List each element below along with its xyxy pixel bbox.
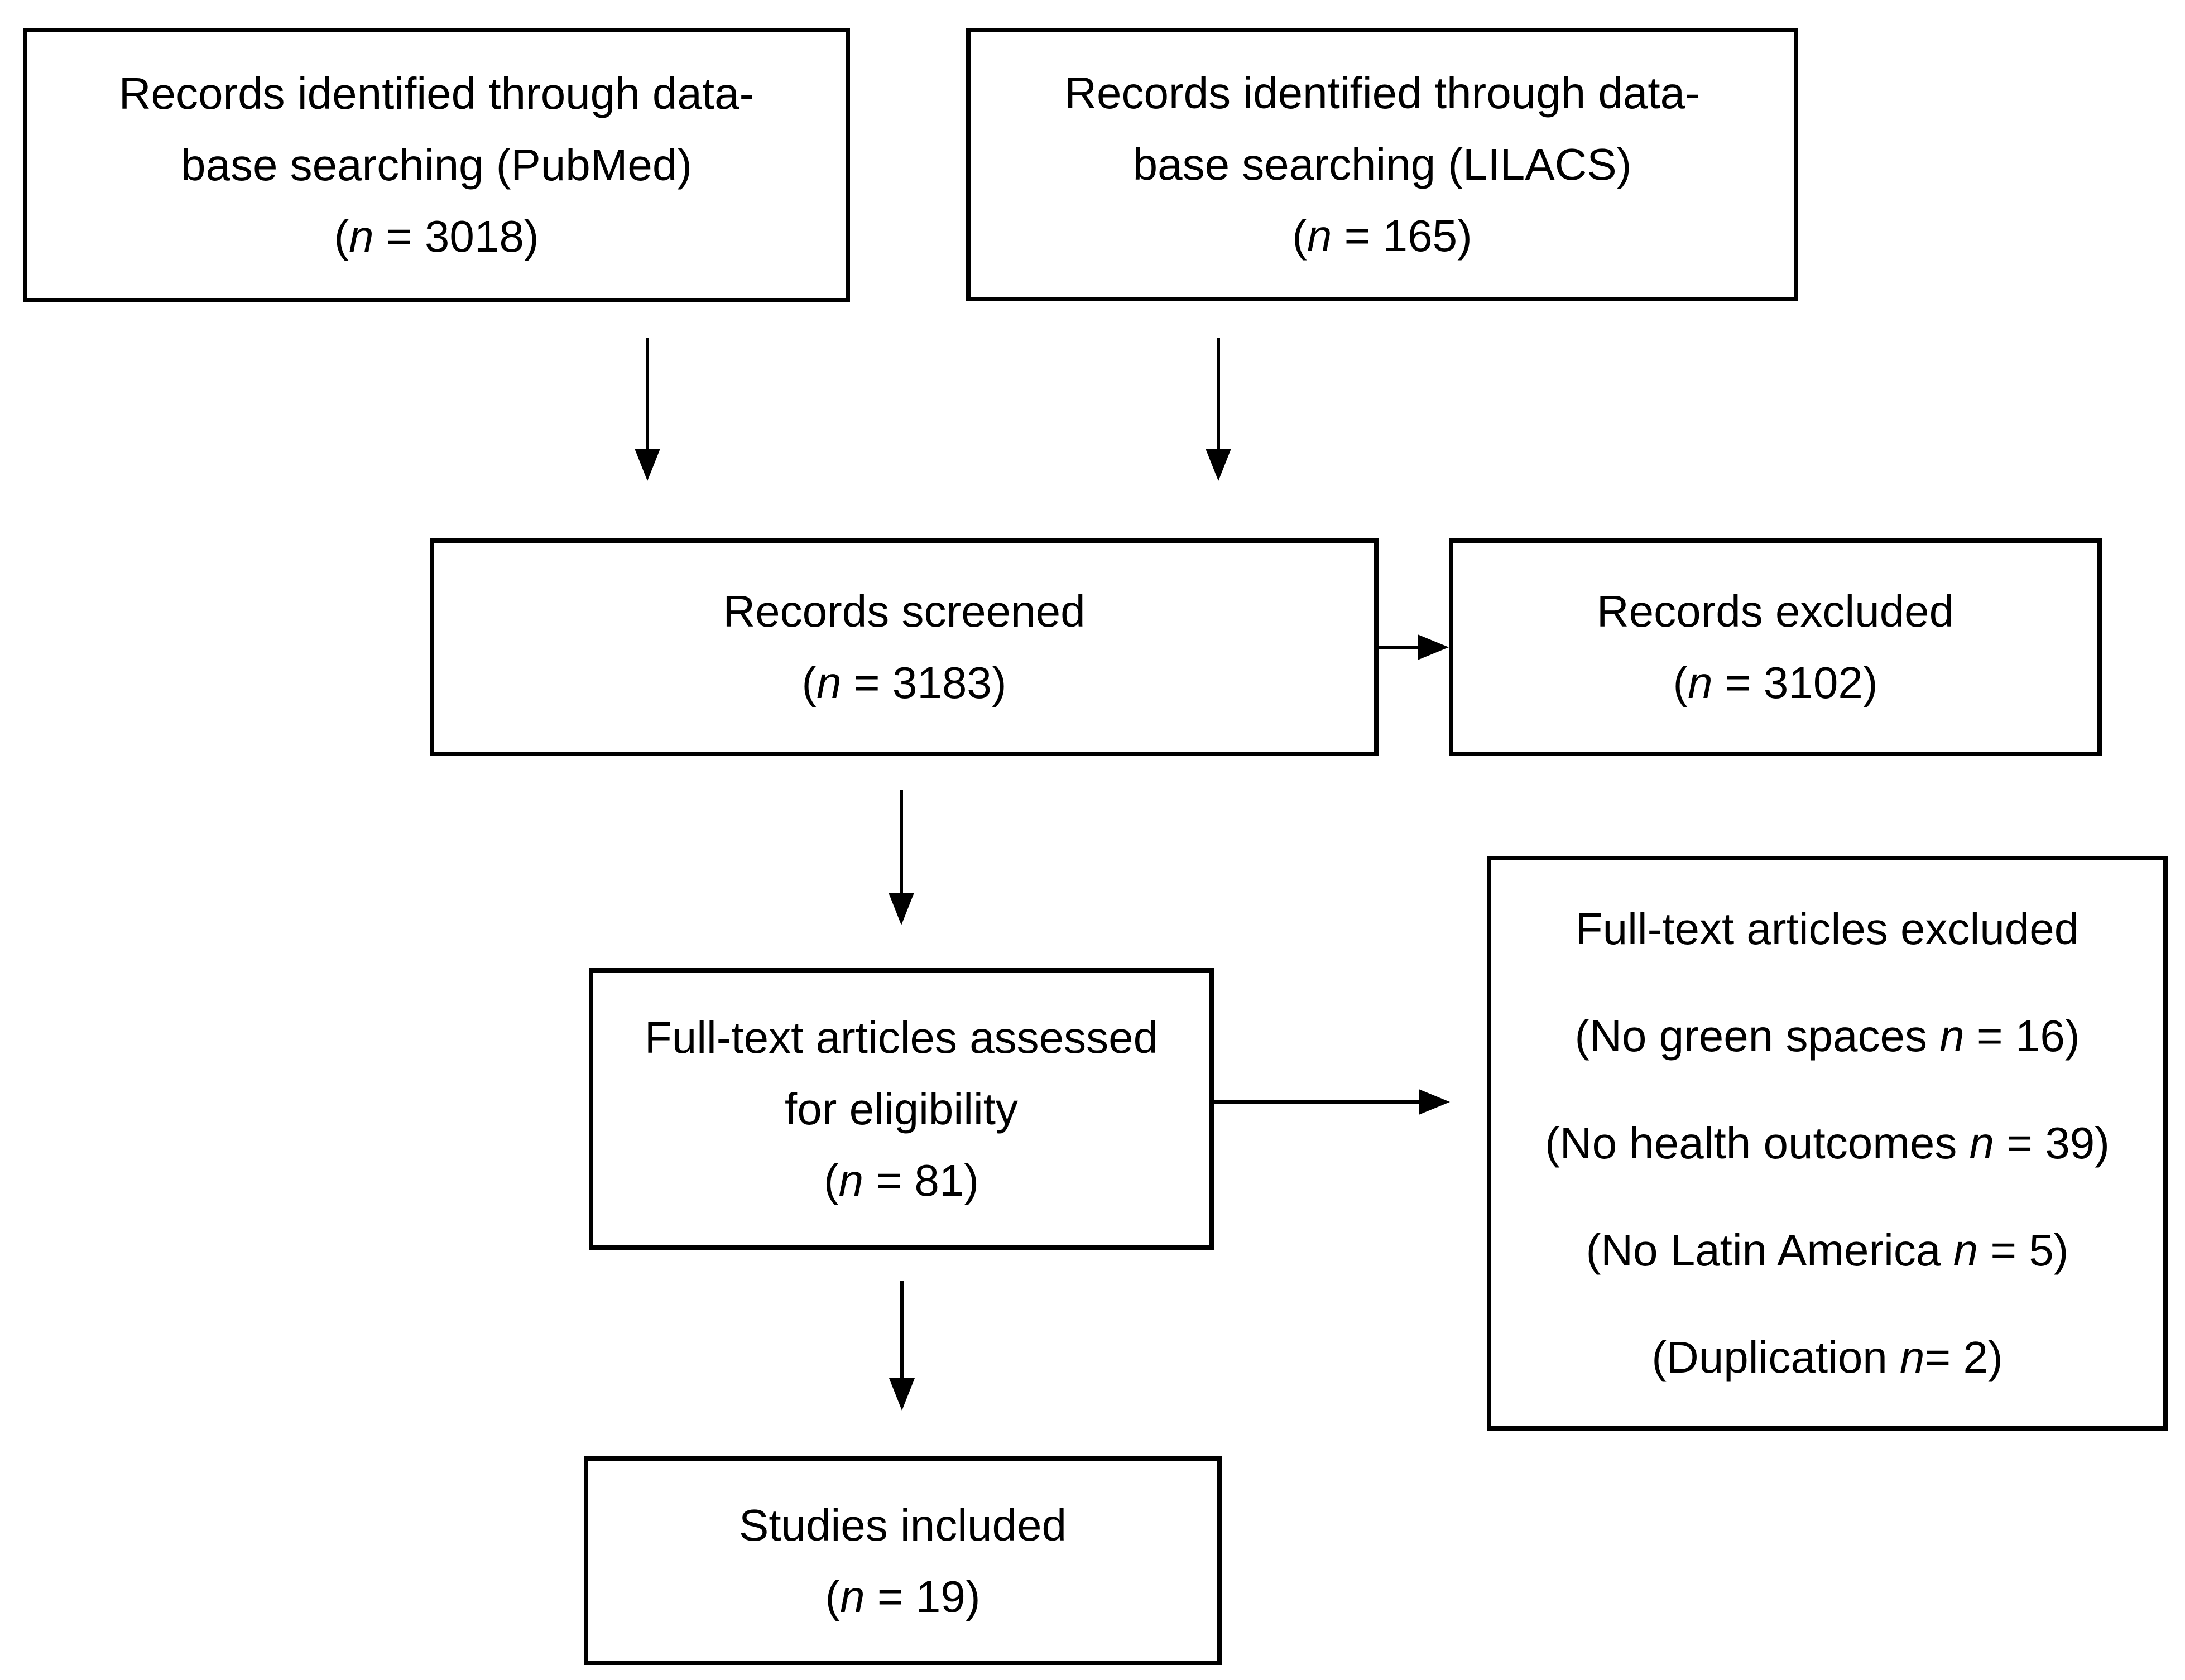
arrow-line <box>1379 646 1422 649</box>
count-pre: ( <box>825 1571 841 1621</box>
reason-value: = 16) <box>1964 1011 2080 1061</box>
box-text-line: Studies included <box>738 1500 1067 1550</box>
box-fulltext-assessed: Full-text articles assessed for eligibil… <box>589 968 1214 1250</box>
count-line: (n = 81) <box>824 1145 979 1216</box>
arrow-head-right-icon <box>1418 634 1449 660</box>
count-pre: ( <box>801 658 817 707</box>
reason-value: = 5) <box>1978 1225 2069 1275</box>
count-pre: ( <box>1292 211 1307 261</box>
count-n-variable: n <box>1307 211 1332 261</box>
box-text-line: Records screened <box>723 586 1086 636</box>
box-text-line: for eligibility <box>785 1084 1018 1134</box>
count-value: = 3183) <box>841 658 1007 707</box>
box-studies-included: Studies included (n = 19) <box>584 1456 1222 1665</box>
box-fulltext-excluded: Full-text articles excluded (No green sp… <box>1487 856 2168 1431</box>
box-records-identified-lilacs: Records identified through data- base se… <box>966 28 1798 301</box>
arrow-head-down-icon <box>889 1378 915 1411</box>
count-pre: ( <box>1673 658 1688 707</box>
arrow-head-right-icon <box>1419 1089 1450 1115</box>
count-n-variable: n <box>1939 1011 1965 1061</box>
arrow-line <box>900 1281 904 1378</box>
box-text-line: Records excluded <box>1596 586 1955 636</box>
exclusion-reason: (No Latin America n = 5) <box>1586 1197 2069 1304</box>
box-text-line: Records identified through data- <box>1064 68 1700 118</box>
count-line: (n = 165) <box>1292 200 1472 272</box>
box-text-line: Records identified through data- <box>118 69 755 118</box>
arrow-line <box>646 338 649 449</box>
count-pre: ( <box>334 211 349 261</box>
box-text-line: base searching (PubMed) <box>180 140 693 190</box>
box-text-line: base searching (LILACS) <box>1132 139 1632 189</box>
count-pre: ( <box>824 1155 839 1205</box>
count-value: = 3018) <box>373 211 539 261</box>
count-n-variable: n <box>1953 1225 1978 1275</box>
box-title: Full-text articles excluded <box>1575 904 2080 954</box>
count-line: (n = 19) <box>825 1561 981 1633</box>
exclusion-reason: (No health outcomes n = 39) <box>1545 1090 2110 1197</box>
arrow-head-down-icon <box>635 449 660 481</box>
count-n-variable: n <box>1900 1332 1925 1382</box>
count-line: (n = 3183) <box>802 647 1007 719</box>
count-value: = 3102) <box>1712 658 1878 707</box>
reason-value: = 39) <box>1994 1118 2110 1168</box>
count-value: = 165) <box>1332 211 1472 261</box>
count-n-variable: n <box>838 1155 864 1205</box>
count-n-variable: n <box>1969 1118 1995 1168</box>
arrow-line <box>1214 1100 1419 1104</box>
exclusion-reason: (No green spaces n = 16) <box>1575 983 2080 1090</box>
count-n-variable: n <box>840 1571 865 1621</box>
count-line: (n = 3018) <box>334 201 539 272</box>
box-text-line: Full-text articles assessed <box>644 1012 1159 1062</box>
reason-value: = 2) <box>1924 1332 2003 1382</box>
box-records-identified-pubmed: Records identified through data- base se… <box>23 28 850 302</box>
exclusion-reason: (Duplication n= 2) <box>1651 1304 2002 1411</box>
count-n-variable: n <box>817 658 842 707</box>
count-n-variable: n <box>349 211 374 261</box>
reason-pre: (No health outcomes <box>1545 1118 1970 1168</box>
arrow-line <box>1217 338 1220 449</box>
reason-pre: (Duplication <box>1651 1332 1900 1382</box>
count-value: = 81) <box>863 1155 979 1205</box>
box-records-screened: Records screened (n = 3183) <box>430 538 1379 756</box>
reason-pre: (No Latin America <box>1586 1225 1953 1275</box>
arrow-head-down-icon <box>1206 449 1231 481</box>
count-n-variable: n <box>1688 658 1713 707</box>
reason-pre: (No green spaces <box>1574 1011 1940 1061</box>
count-line: (n = 3102) <box>1673 647 1878 719</box>
arrow-head-down-icon <box>889 893 914 925</box>
count-value: = 19) <box>865 1571 981 1621</box>
box-records-excluded: Records excluded (n = 3102) <box>1449 538 2102 756</box>
arrow-line <box>900 790 903 893</box>
